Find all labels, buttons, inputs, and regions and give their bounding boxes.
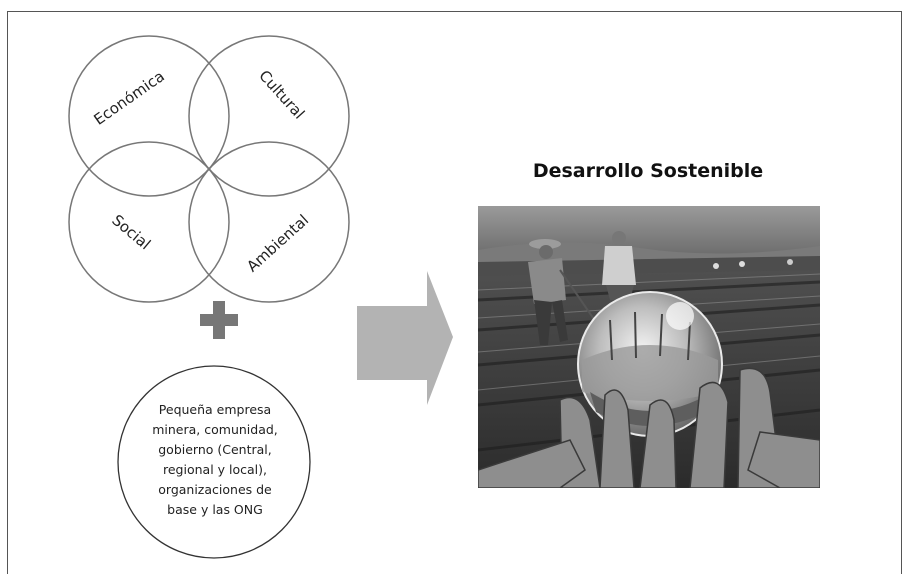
cultural-circle bbox=[188, 35, 350, 197]
plus-icon bbox=[200, 301, 238, 339]
result-title: Desarrollo Sostenible bbox=[532, 160, 764, 182]
label-cultural: Cultural bbox=[255, 67, 308, 123]
label-ambiental: Ambiental bbox=[243, 211, 312, 276]
social-circle bbox=[68, 141, 230, 303]
right-arrow-icon bbox=[357, 271, 453, 405]
stakeholders-line: organizaciones de bbox=[158, 482, 272, 497]
stakeholders-line: regional y local), bbox=[163, 462, 267, 477]
stakeholders-line: minera, comunidad, bbox=[152, 422, 278, 437]
economica-circle bbox=[68, 35, 230, 197]
label-economica: Económica bbox=[90, 67, 167, 129]
sustainable-development-photo bbox=[478, 206, 820, 488]
stakeholders-circle bbox=[117, 365, 311, 559]
ambiental-circle bbox=[188, 141, 350, 303]
stakeholders-line: base y las ONG bbox=[167, 502, 263, 517]
stakeholders-line: gobierno (Central, bbox=[158, 442, 272, 457]
stakeholders-line: Pequeña empresa bbox=[158, 402, 272, 417]
label-social: Social bbox=[108, 211, 154, 253]
diagram-frame bbox=[7, 11, 902, 574]
stakeholders-text: Pequeña empresa minera, comunidad, gobie… bbox=[134, 400, 296, 520]
